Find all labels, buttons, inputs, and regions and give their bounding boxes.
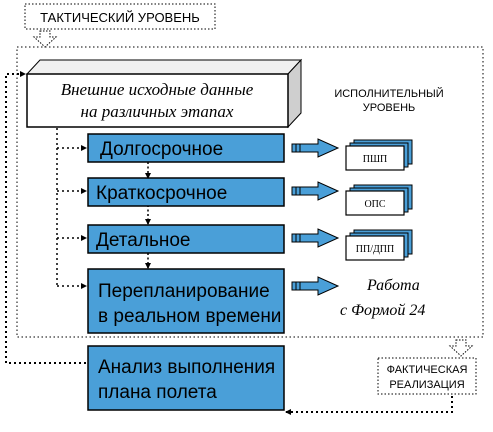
actual-implementation-line1: ФАКТИЧЕСКАЯ — [387, 364, 468, 376]
document-psp-label: ПШП — [363, 154, 388, 165]
executive-level-label-line2: УРОВЕНЬ — [363, 102, 415, 114]
output-arrow-shortterm — [291, 181, 340, 201]
tactical-down-arrow — [32, 30, 58, 48]
analysis-box: Анализ выполнения плана полета — [87, 345, 285, 411]
stage-replanning-box: Перепланирование в реальном времени — [87, 268, 285, 334]
stage-detailed-label: Детальное — [96, 230, 190, 251]
document-pp-dpp-label: ПП/ДПП — [356, 244, 395, 255]
form24-line2: с Формой 24 — [340, 302, 425, 319]
actual-implementation-line2: РЕАЛИЗАЦИЯ — [389, 379, 464, 391]
document-stack-psp: ПШП — [345, 139, 413, 171]
document-stack-pp-dpp: ПП/ДПП — [345, 229, 413, 261]
stage-shortterm-label: Краткосрочное — [96, 183, 227, 204]
stage-replanning-line1: Перепланирование — [98, 281, 270, 302]
feedback-loop-to-input — [5, 71, 86, 364]
executive-level-frame — [16, 46, 484, 338]
stage-longterm-label: Долгосрочное — [100, 139, 223, 160]
stage-longterm-box: Долгосрочное — [87, 133, 285, 163]
implementation-to-analysis — [285, 396, 453, 415]
output-arrow-detailed — [291, 228, 340, 248]
implementation-down-arrow — [448, 339, 474, 357]
document-stack-ops: ОПС — [345, 184, 413, 216]
analysis-line2: плана полета — [98, 382, 217, 403]
input-data-line2: на различных этапах — [81, 102, 234, 121]
output-arrow-longterm — [291, 138, 340, 158]
stage-replanning-line2: в реальном времени — [98, 306, 281, 327]
output-arrow-replanning — [291, 276, 340, 296]
actual-implementation-label-box: ФАКТИЧЕСКАЯ РЕАЛИЗАЦИЯ — [377, 357, 477, 395]
stage-shortterm-box: Краткосрочное — [87, 177, 285, 207]
document-ops-label: ОПС — [364, 199, 385, 210]
input-data-box: Внешние исходные данные на различных эта… — [25, 58, 303, 129]
form24-line1: Работа — [366, 277, 420, 294]
input-data-line1: Внешние исходные данные — [61, 80, 254, 99]
executive-level-label-line1: ИСПОЛНИТЕЛЬНЫЙ — [334, 87, 443, 100]
stage-detailed-box: Детальное — [87, 224, 285, 254]
tactical-level-label-box: ТАКТИЧЕСКИЙ УРОВЕНЬ — [24, 3, 216, 30]
tactical-level-label: ТАКТИЧЕСКИЙ УРОВЕНЬ — [40, 10, 200, 25]
analysis-line1: Анализ выполнения — [98, 357, 275, 378]
